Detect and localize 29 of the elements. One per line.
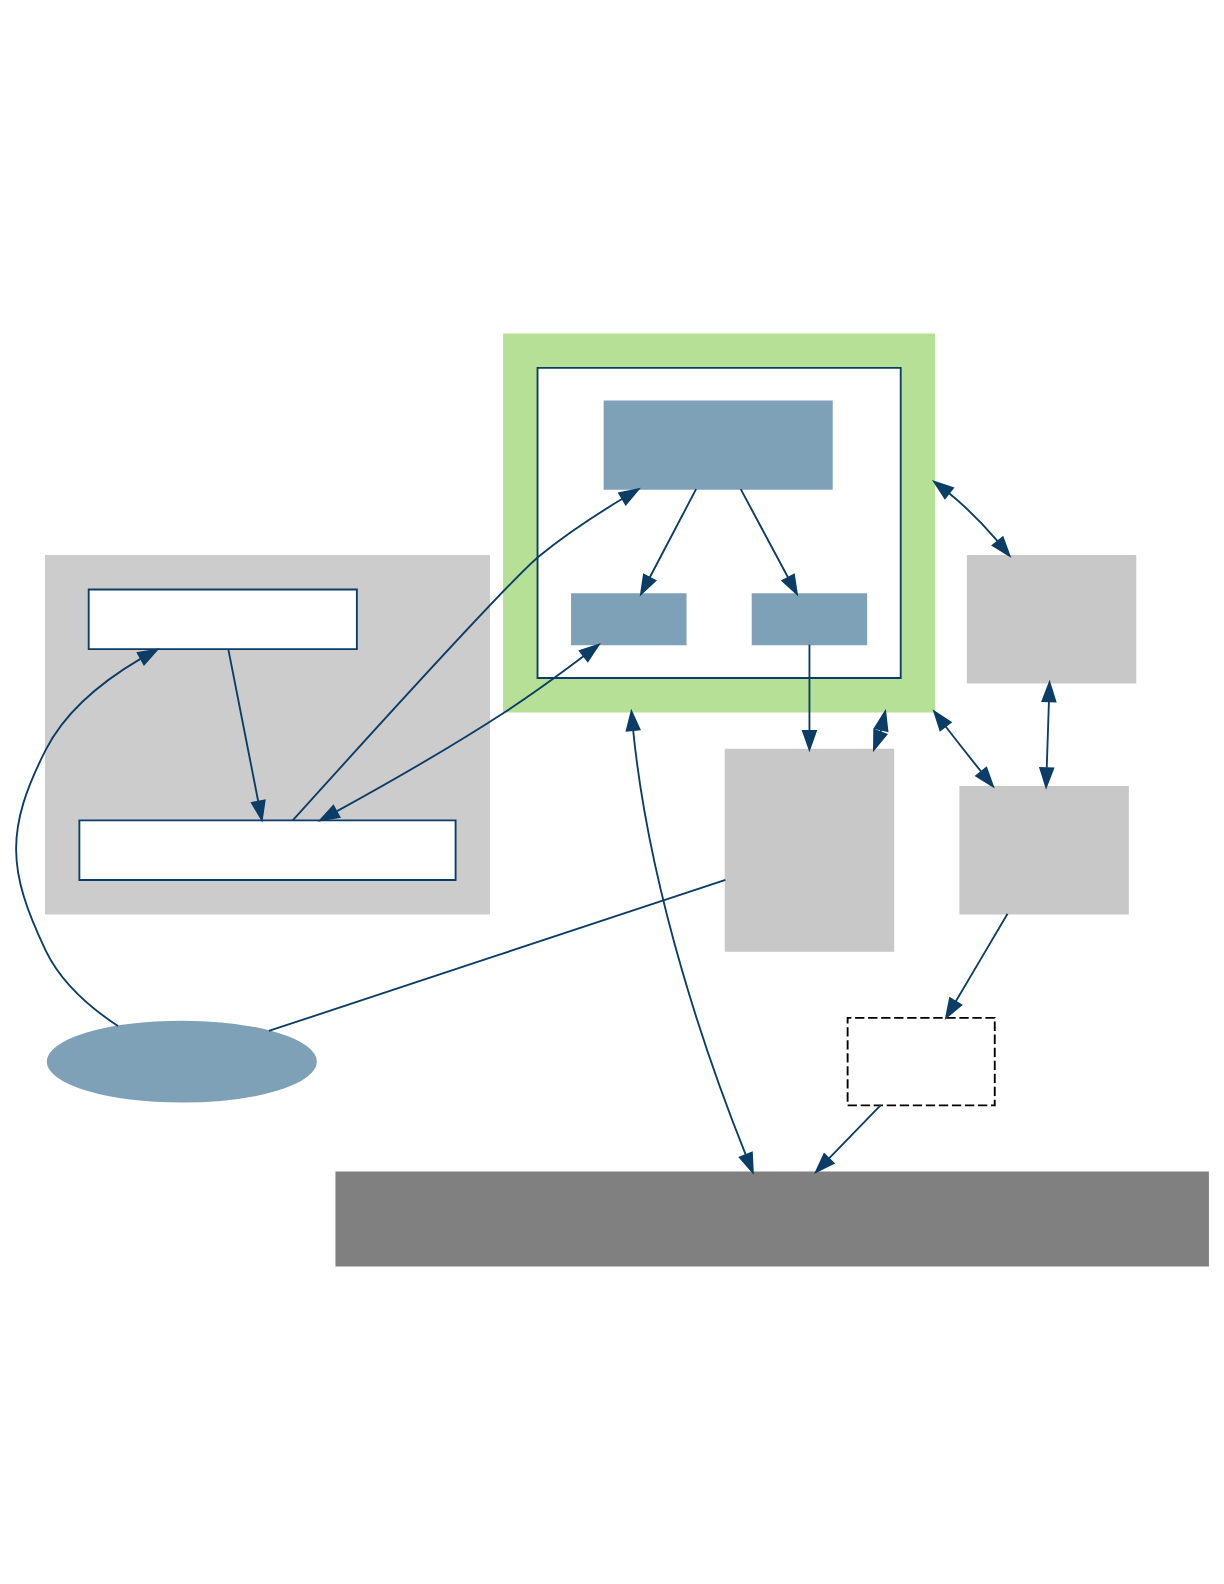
- cluster: [536, 366, 902, 679]
- arrow: [944, 912, 1009, 1020]
- arrow: [625, 708, 754, 1175]
- node-box: [571, 592, 687, 645]
- node-box: [335, 1171, 1209, 1266]
- cluster: [44, 554, 491, 914]
- arrow: [739, 487, 799, 597]
- arrow: [317, 642, 601, 822]
- node-box: [846, 1016, 996, 1106]
- arrow: [801, 643, 818, 752]
- arrow: [227, 648, 266, 823]
- arrow: [872, 708, 889, 752]
- node-box: [87, 588, 358, 650]
- node-box: [751, 592, 868, 645]
- connector: [267, 878, 727, 1032]
- node-box: [603, 399, 833, 490]
- arrow: [931, 479, 1012, 558]
- arrow: [814, 1104, 882, 1174]
- node-box: [959, 785, 1129, 914]
- arrow: [639, 487, 697, 597]
- arrow: [291, 487, 641, 821]
- node-box: [724, 748, 895, 952]
- cluster: [503, 332, 936, 712]
- arrow: [932, 708, 995, 788]
- arrow: [15, 647, 160, 1027]
- arrow: [1038, 679, 1057, 790]
- node-box: [966, 554, 1137, 684]
- node-ellipse: [46, 1020, 317, 1103]
- node-box: [78, 819, 457, 881]
